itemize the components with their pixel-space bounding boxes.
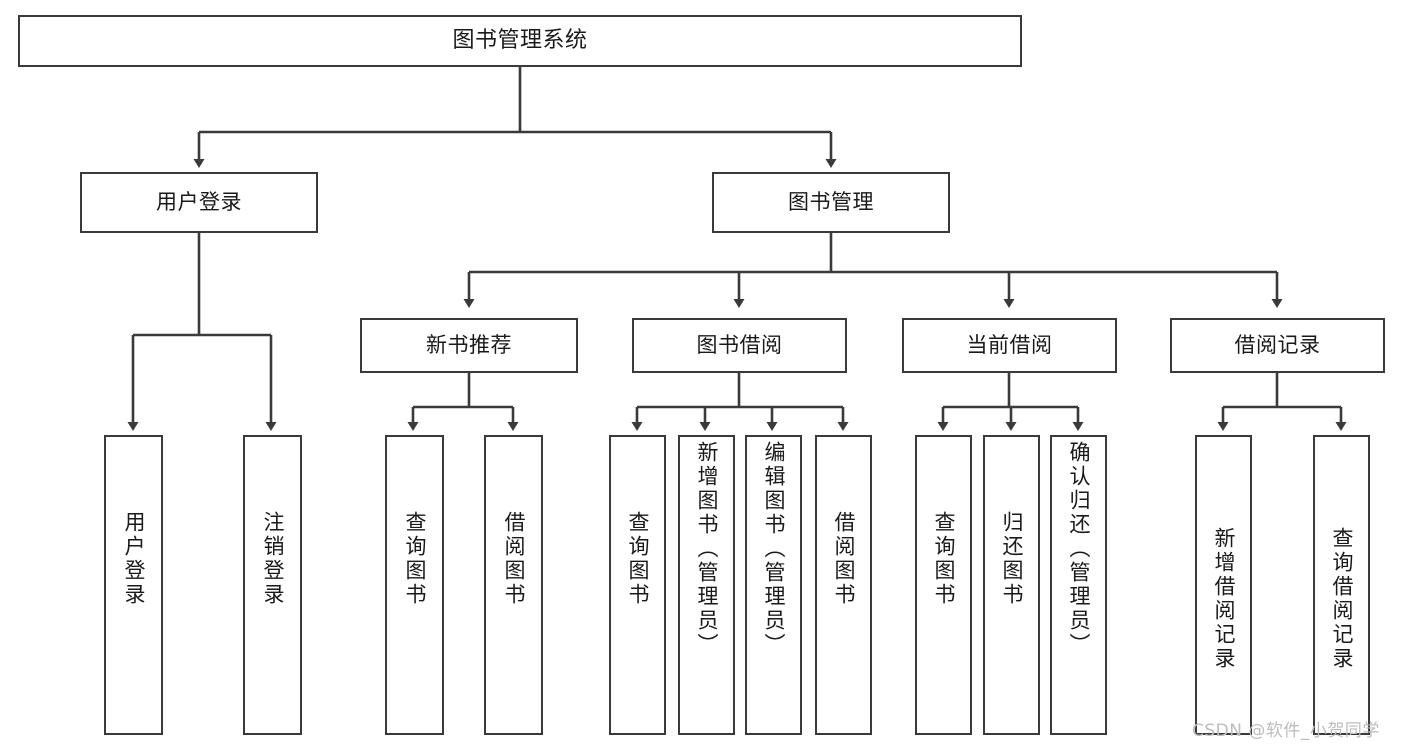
node-current-borrow[interactable]: 当前借阅 [902,318,1117,373]
node-leaf-add-record-label: 新增借阅记录 [1212,527,1236,671]
node-book-borrow-label: 图书借阅 [696,333,783,358]
node-book-manage[interactable]: 图书管理 [712,172,950,233]
node-leaf-user-login-label: 用户登录 [122,511,146,607]
node-leaf-edit-book-label: 编辑图书（管理员） [762,441,786,657]
node-leaf-user-login[interactable]: 用户登录 [104,435,163,735]
node-borrow-record[interactable]: 借阅记录 [1170,318,1385,373]
node-leaf-borrow-book-1[interactable]: 借阅图书 [484,435,543,735]
node-leaf-query-book-3[interactable]: 查询图书 [915,435,972,735]
node-leaf-add-record[interactable]: 新增借阅记录 [1195,435,1252,735]
node-leaf-query-record[interactable]: 查询借阅记录 [1313,435,1370,735]
node-leaf-user-logout-label: 注销登录 [261,511,285,607]
node-root-label: 图书管理系统 [452,28,588,54]
node-book-manage-label: 图书管理 [788,190,874,215]
node-user-login-label: 用户登录 [156,190,242,215]
node-leaf-borrow-book-2-label: 借阅图书 [832,511,856,607]
node-leaf-query-book-1-label: 查询图书 [403,511,427,607]
node-leaf-user-logout[interactable]: 注销登录 [243,435,302,735]
node-root[interactable]: 图书管理系统 [18,15,1022,67]
node-leaf-add-book[interactable]: 新增图书（管理员） [678,435,735,735]
node-leaf-edit-book[interactable]: 编辑图书（管理员） [745,435,802,735]
watermark-label: CSDN @软件_小贺同学 [1192,721,1380,741]
node-leaf-borrow-book-2[interactable]: 借阅图书 [815,435,872,735]
node-leaf-borrow-book-1-label: 借阅图书 [502,511,526,607]
node-borrow-record-label: 借阅记录 [1234,333,1321,358]
node-leaf-query-book-2-label: 查询图书 [626,511,650,607]
node-leaf-confirm-return[interactable]: 确认归还（管理员） [1050,435,1107,735]
node-new-book-recommend-label: 新书推荐 [426,333,512,358]
node-leaf-add-book-label: 新增图书（管理员） [695,441,719,657]
node-leaf-query-book-1[interactable]: 查询图书 [385,435,444,735]
node-book-borrow[interactable]: 图书借阅 [632,318,847,373]
node-leaf-query-record-label: 查询借阅记录 [1330,527,1354,671]
node-leaf-query-book-2[interactable]: 查询图书 [609,435,666,735]
node-current-borrow-label: 当前借阅 [966,333,1053,358]
node-new-book-recommend[interactable]: 新书推荐 [360,318,578,373]
node-user-login[interactable]: 用户登录 [80,172,318,233]
node-leaf-return-book[interactable]: 归还图书 [983,435,1040,735]
node-leaf-confirm-return-label: 确认归还（管理员） [1067,441,1091,657]
node-leaf-query-book-3-label: 查询图书 [932,511,956,607]
node-leaf-return-book-label: 归还图书 [1000,511,1024,607]
